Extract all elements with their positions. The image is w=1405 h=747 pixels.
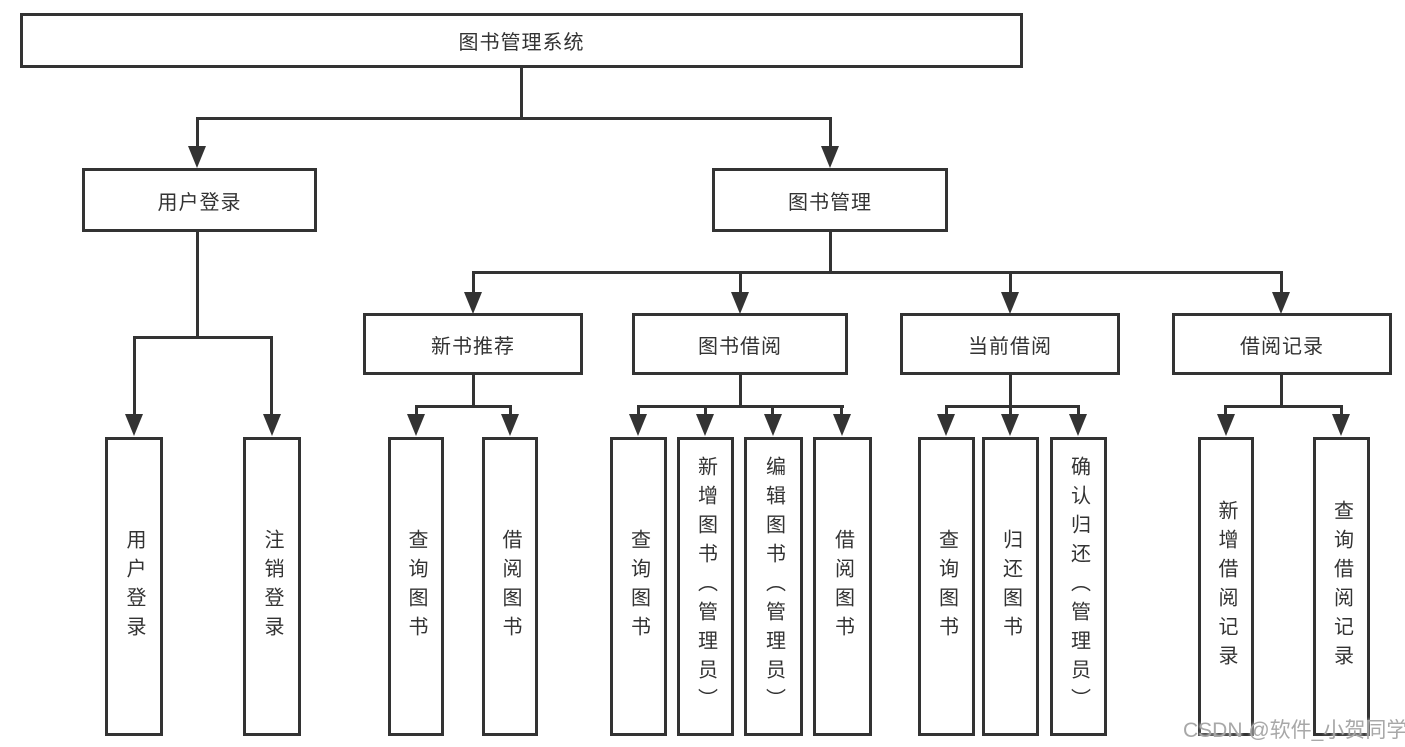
edge-line [829,232,832,272]
edge-line [739,375,742,405]
edge-line [472,375,475,405]
leaf-borrow-books-recommend: 借阅图书 [482,437,538,736]
edge-line [520,68,523,117]
edge-line [472,271,475,292]
edge-line [270,336,273,414]
edge-line [1340,405,1343,414]
edge-line [133,336,136,414]
edge-line [1224,405,1342,408]
arrow-down-icon [1069,414,1087,436]
leaf-borrow-books: 借阅图书 [813,437,872,736]
arrow-down-icon [731,292,749,314]
node-current-borrowing: 当前借阅 [900,313,1120,375]
edge-line [196,117,199,146]
arrow-down-icon [764,414,782,436]
arrow-down-icon [821,146,839,168]
arrow-down-icon [696,414,714,436]
node-book-borrowing: 图书借阅 [632,313,848,375]
arrow-down-icon [407,414,425,436]
arrow-down-icon [833,414,851,436]
edge-line [771,405,774,414]
arrow-down-icon [937,414,955,436]
edge-line [196,117,832,120]
arrow-down-icon [1001,414,1019,436]
edge-line [1280,375,1283,405]
arrow-down-icon [629,414,647,436]
arrow-down-icon [263,414,281,436]
leaf-query-books-recommend: 查询图书 [388,437,444,736]
leaf-return-books: 归还图书 [982,437,1039,736]
csdn-watermark: CSDN @软件_小贺同学 [1183,719,1405,742]
node-book-management: 图书管理 [712,168,948,232]
node-new-book-recommendation: 新书推荐 [363,313,583,375]
arrow-down-icon [1001,292,1019,314]
arrow-down-icon [1272,292,1290,314]
leaf-add-books-admin: 新增图书（管理员） [677,437,734,736]
arrow-down-icon [188,146,206,168]
node-borrowing-records: 借阅记录 [1172,313,1392,375]
edge-line [840,405,843,414]
arrow-down-icon [464,292,482,314]
edge-line [739,271,742,292]
leaf-confirm-return-admin: 确认归还（管理员） [1050,437,1107,736]
leaf-add-borrow-record: 新增借阅记录 [1198,437,1254,736]
leaf-query-borrow-record: 查询借阅记录 [1313,437,1370,736]
arrow-down-icon [125,414,143,436]
edge-line [1009,375,1012,405]
edge-line [415,405,418,414]
arrow-down-icon [501,414,519,436]
edge-line [1280,271,1283,292]
edge-line [1009,405,1012,414]
edge-line [704,405,707,414]
node-user-login: 用户登录 [82,168,317,232]
leaf-edit-books-admin: 编辑图书（管理员） [744,437,803,736]
leaf-logout: 注销登录 [243,437,301,736]
edge-line [196,232,199,336]
edge-line [637,405,640,414]
edge-line [945,405,948,414]
edge-line [133,336,273,339]
leaf-query-books-borrow: 查询图书 [610,437,667,736]
edge-line [472,271,1283,274]
edge-line [1009,271,1012,292]
edge-line [1224,405,1227,414]
leaf-query-books-current: 查询图书 [918,437,975,736]
edge-line [829,117,832,146]
leaf-user-login: 用户登录 [105,437,163,736]
edge-line [945,405,1080,408]
edge-line [509,405,512,414]
edge-line [637,405,844,408]
edge-line [415,405,512,408]
arrow-down-icon [1332,414,1350,436]
arrow-down-icon [1217,414,1235,436]
edge-line [1077,405,1080,414]
node-library-management-system: 图书管理系统 [20,13,1023,68]
